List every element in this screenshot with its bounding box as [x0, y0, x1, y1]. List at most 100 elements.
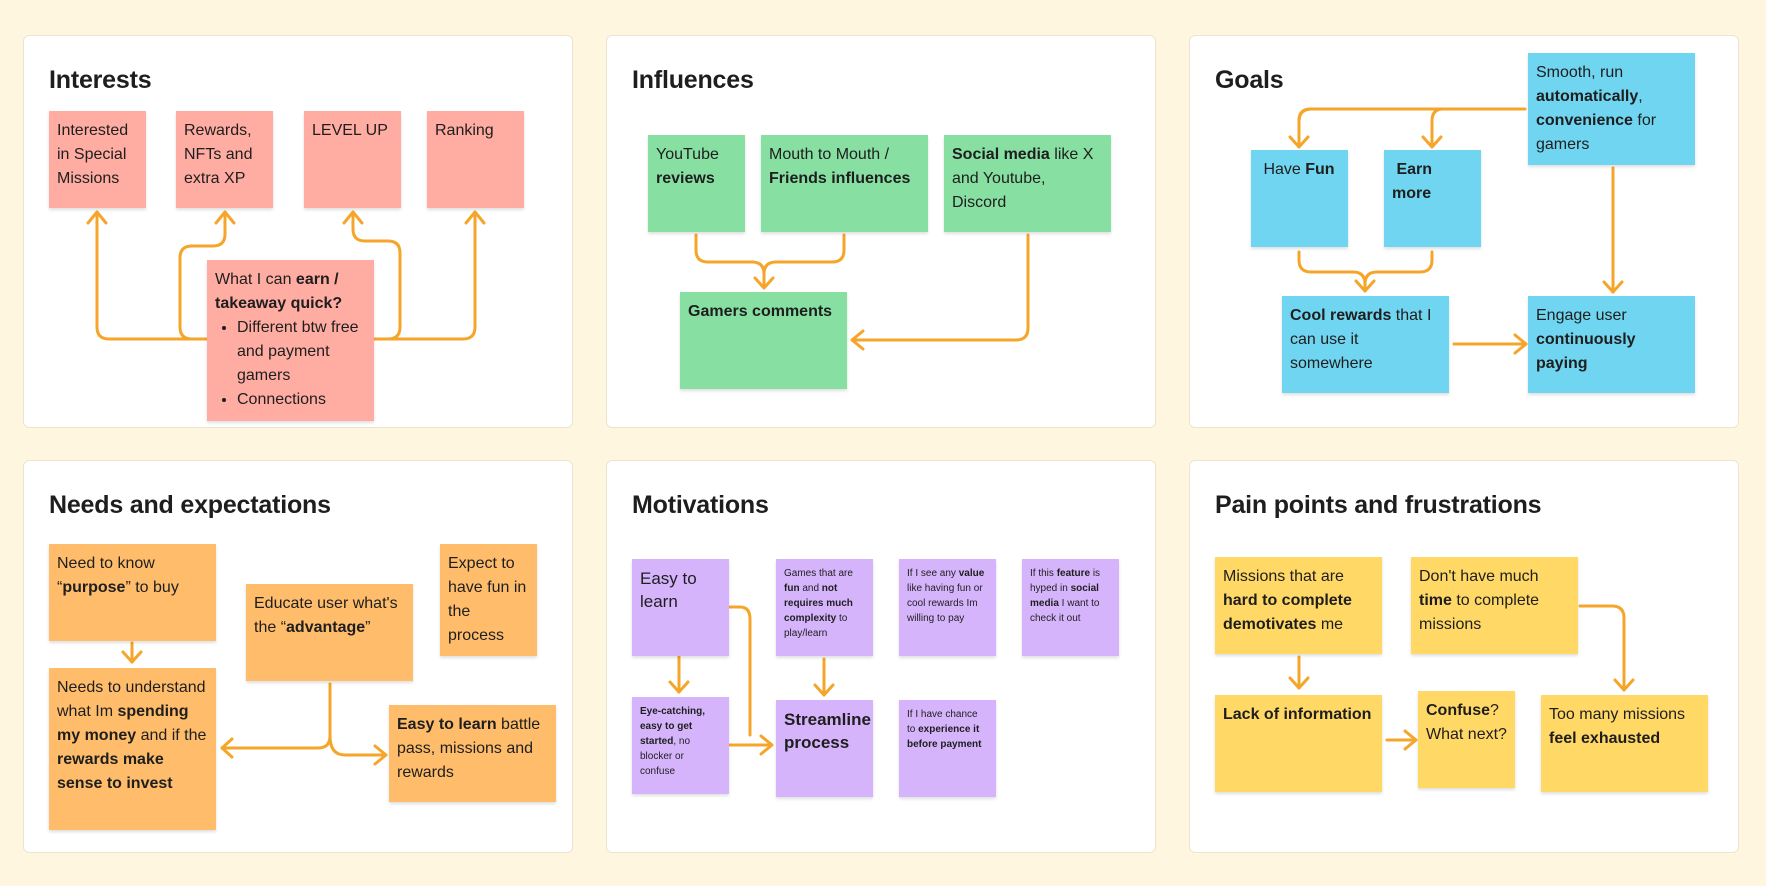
note-lack-text: Lack of information: [1223, 706, 1372, 723]
note-need-purpose: Need to know “purpose” to buy: [49, 544, 216, 641]
note-special-missions: Interested in Special Missions: [49, 111, 146, 208]
note-engage-text-a: Engage user: [1536, 307, 1627, 324]
note-expect-fun-text: Expect to have fun in the process: [448, 555, 527, 644]
note-ranking: Ranking: [427, 111, 524, 208]
note-games-text-b1: fun: [784, 583, 800, 594]
note-time-text-a: Don't have much: [1419, 568, 1539, 585]
note-understand-text-c: and if the: [136, 727, 207, 744]
note-earn-more: Earn more: [1384, 150, 1481, 247]
note-easy-learn: Easy to learn: [632, 559, 729, 656]
note-rewards-nfts: Rewards, NFTs and extra XP: [176, 111, 273, 208]
note-smooth-run: Smooth, run automatically, convenience f…: [1528, 53, 1695, 165]
note-smooth-text-b2: convenience: [1536, 112, 1633, 129]
note-social-text-b: Social media: [952, 146, 1050, 163]
note-chance-text-b: experience it before payment: [907, 724, 982, 750]
note-confuse-text-b: Confuse: [1426, 702, 1490, 719]
note-earn-bullet-2: Connections: [237, 388, 366, 412]
note-educate-text-c: ”: [365, 619, 371, 636]
note-need-understand: Needs to understand what Im spending my …: [49, 668, 216, 830]
note-value: If I see any value like having fun or co…: [899, 559, 996, 656]
note-smooth-text-d: for gamers: [1536, 112, 1657, 153]
note-many-text-b: feel exhausted: [1549, 730, 1661, 747]
note-understand-text-a: Needs to understand what Im: [57, 679, 206, 720]
note-many-text-a: Too many missions: [1549, 706, 1686, 723]
note-hard-text-b: hard to complete demotivates: [1223, 592, 1352, 633]
note-feature-text-d: I want to check it out: [1030, 598, 1100, 624]
note-earn-text-a: What I can: [215, 271, 296, 288]
note-fun-text-a: Have: [1263, 161, 1306, 178]
pain-points-panel: Pain points and frustrations: [1189, 460, 1739, 853]
note-hard-text-a: Missions that are: [1223, 568, 1344, 585]
note-rewards-nfts-text: Rewards, NFTs and extra XP: [184, 122, 253, 187]
note-feature-text-c: is hyped in: [1030, 568, 1101, 594]
note-youtube-reviews: YouTube reviews: [648, 135, 745, 232]
note-smooth-text-c: ,: [1638, 88, 1643, 105]
note-mouth-to-mouth: Mouth to Mouth / Friends influences: [761, 135, 928, 232]
note-earn-bullets: Different btw free and payment gamers Co…: [215, 316, 366, 412]
note-games-text-a: Games that are: [784, 568, 853, 579]
note-chance-experience: If I have chance to experience it before…: [899, 700, 996, 797]
note-feature-hyped: If this feature is hyped in social media…: [1022, 559, 1119, 656]
note-ranking-text: Ranking: [435, 122, 494, 139]
note-no-time: Don't have much time to complete mission…: [1411, 557, 1578, 654]
note-easy-learn-text-b: Easy to learn: [397, 716, 497, 733]
note-engage-text-b: continuously paying: [1536, 331, 1636, 372]
goals-title: Goals: [1215, 66, 1284, 94]
motivations-panel: Motivations: [606, 460, 1156, 853]
note-confuse-text-a: ? What next?: [1426, 702, 1507, 743]
note-mouth-text-a: Mouth to Mouth /: [769, 146, 890, 163]
note-cool-text-b: Cool rewards: [1290, 307, 1392, 324]
note-gamers-comments: Gamers comments: [680, 292, 847, 389]
note-cool-rewards: Cool rewards that I can use it somewhere: [1282, 296, 1449, 393]
note-expect-fun: Expect to have fun in the process: [440, 544, 537, 656]
note-value-text-b: value: [958, 568, 985, 579]
note-social-media: Social media like X and Youtube, Discord: [944, 135, 1111, 232]
note-youtube-text-a: YouTube: [656, 146, 719, 163]
note-too-many: Too many missions feel exhausted: [1541, 695, 1708, 792]
note-streamline-text: Streamline process: [784, 710, 871, 752]
note-youtube-text-b: reviews: [656, 170, 715, 187]
note-chance-text-a: If I have chance to: [907, 709, 978, 735]
note-earn-text-b: earn / takeaway quick?: [215, 271, 343, 312]
note-time-text-b: time: [1419, 592, 1452, 609]
note-easy-learn-text-a: battle pass, missions and rewards: [397, 716, 541, 781]
note-purpose-text-a: Need to know “: [57, 555, 155, 596]
note-games-text-d: to play/learn: [784, 613, 848, 639]
note-understand-text-b1: spending my money: [57, 703, 189, 744]
note-purpose-text-c: ” to buy: [125, 579, 179, 596]
note-feature-text-a: If this: [1030, 568, 1057, 579]
note-educate-text-a: Educate user what's the “: [254, 595, 398, 636]
note-feature-text-b1: feature: [1056, 568, 1091, 579]
note-educate-text-b: advantage: [286, 619, 366, 636]
note-have-fun: Have Fun: [1251, 150, 1348, 247]
pain-points-title: Pain points and frustrations: [1215, 491, 1542, 519]
note-hard-missions: Missions that are hard to complete demot…: [1215, 557, 1382, 654]
note-feature-text-b2: social media: [1030, 583, 1099, 609]
note-motivation-easy-text: Easy to learn: [640, 569, 697, 611]
note-earn-bullet-1: Different btw free and payment gamers: [237, 316, 366, 388]
note-streamline: Streamline process: [776, 700, 873, 797]
note-social-text-a: like X and Youtube, Discord: [952, 146, 1094, 211]
note-lack-info: Lack of information: [1215, 695, 1382, 792]
note-earn-takeaway: What I can earn / takeaway quick? Differ…: [207, 260, 374, 421]
note-gamers-text: Gamers comments: [688, 303, 833, 320]
note-eye-text-b: Eye-catching, easy to get started: [640, 706, 706, 747]
note-time-text-c: to complete missions: [1419, 592, 1540, 633]
note-fun-text-b: Fun: [1305, 161, 1335, 178]
note-smooth-text-a: Smooth, run: [1536, 64, 1624, 81]
motivations-title: Motivations: [632, 491, 769, 519]
needs-title: Needs and expectations: [49, 491, 331, 519]
note-smooth-text-b1: automatically: [1536, 88, 1639, 105]
note-educate-user: Educate user what's the “advantage”: [246, 584, 413, 681]
note-value-text-c: like having fun or cool rewards Im willi…: [907, 583, 983, 624]
note-purpose-text-b: purpose: [62, 579, 126, 596]
note-games-text-c: and: [799, 583, 822, 594]
note-games-fun: Games that are fun and not requires much…: [776, 559, 873, 656]
note-games-text-b2: not requires much complexity: [784, 583, 853, 624]
note-understand-text-b2: rewards make sense to invest: [57, 751, 173, 792]
note-special-missions-text: Interested in Special Missions: [57, 122, 129, 187]
note-cool-text-a: that I can use it somewhere: [1290, 307, 1432, 372]
note-level-up-text: LEVEL UP: [312, 122, 388, 139]
note-mouth-text-b: Friends influences: [769, 170, 911, 187]
note-hard-text-c: me: [1316, 616, 1344, 633]
